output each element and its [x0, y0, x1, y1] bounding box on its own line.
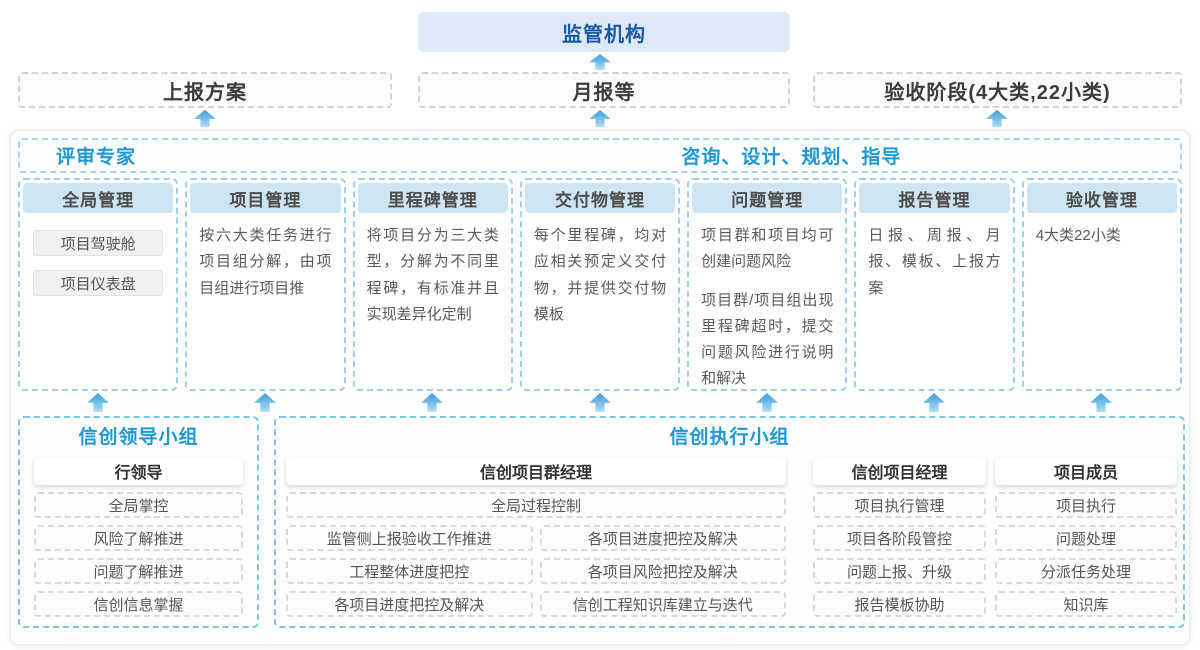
- role-program-manager: 信创项目群经理: [286, 457, 786, 485]
- duty-item: 项目执行管理: [813, 492, 986, 518]
- column-report-management: 报告管理 日报、周报、月报、模板、上报方案: [854, 178, 1015, 391]
- column-title: 问题管理: [692, 183, 843, 213]
- column-project-management: 项目管理 按六大类任务进行项目组分解，由项目组进行项目推: [185, 178, 346, 391]
- column-description: 项目群/项目组出现里程碑超时，提交问题风险进行说明和解决: [701, 291, 834, 388]
- column-description: 将项目分为三大类型，分解为不同里程碑，有标准并且实现差异化定制: [366, 227, 499, 323]
- duty-item: 风险了解推进: [34, 525, 243, 551]
- duty-item: 项目各阶段管控: [813, 525, 986, 551]
- project-member-section: 项目成员 项目执行 问题处理 分派任务处理 知识库: [995, 457, 1177, 617]
- experts-strip: 评审专家 咨询、设计、规划、指导: [18, 138, 1182, 173]
- up-arrow-icon: [589, 110, 611, 127]
- column-description: 项目群和项目均可创建问题风险: [701, 227, 834, 271]
- column-deliverable-management: 交付物管理 每个里程碑，均对应相关预定义交付物，并提供交付物模板: [519, 178, 681, 391]
- role-project-manager: 信创项目经理: [813, 457, 986, 485]
- duty-item: 各项目进度把控及解决: [539, 525, 786, 551]
- management-columns: 全局管理 项目驾驶舱 项目仪表盘 项目管理 按六大类任务进行项目组分解，由项目组…: [18, 178, 1182, 391]
- duty-item: 信创信息掌握: [34, 591, 243, 617]
- column-issue-management: 问题管理 项目群和项目均可创建问题风险 项目群/项目组出现里程碑超时，提交问题风…: [687, 178, 848, 391]
- duty-item: 报告模板协助: [813, 591, 986, 617]
- flow-box-acceptance-phase: 验收阶段(4大类,22小类): [813, 72, 1182, 108]
- column-title: 验收管理: [1026, 183, 1177, 213]
- column-title: 交付物管理: [524, 183, 676, 213]
- duty-item: 问题上报、升级: [813, 558, 986, 584]
- chip-project-dashboard: 项目仪表盘: [33, 270, 164, 296]
- up-arrow-icon: [589, 54, 611, 70]
- duty-item: 各项目风险把控及解决: [539, 558, 786, 584]
- column-description: 4大类22小类: [1035, 227, 1121, 244]
- duty-item: 项目执行: [995, 492, 1177, 518]
- platform-container: 评审专家 咨询、设计、规划、指导 全局管理 项目驾驶舱 项目仪表盘 项目管理 按…: [10, 130, 1190, 645]
- column-description: 日报、周报、月报、模板、上报方案: [868, 227, 1001, 297]
- group-title: 信创领导小组: [78, 427, 199, 448]
- duty-item: 全局掌控: [34, 492, 243, 518]
- duty-item: 全局过程控制: [286, 492, 786, 518]
- duty-item: 分派任务处理: [995, 558, 1177, 584]
- leadership-group: 信创领导小组 行领导 全局掌控 风险了解推进 问题了解推进 信创信息掌握: [18, 416, 259, 628]
- project-manager-section: 信创项目经理 项目执行管理 项目各阶段管控 问题上报、升级 报告模板协助: [813, 457, 986, 617]
- column-global-management: 全局管理 项目驾驶舱 项目仪表盘: [18, 178, 179, 391]
- duty-item: 问题处理: [995, 525, 1177, 551]
- duty-item: 知识库: [995, 591, 1177, 617]
- up-arrow-icon: [194, 110, 216, 127]
- column-description: 每个里程碑，均对应相关预定义交付物，并提供交付物模板: [533, 227, 667, 323]
- column-milestone-management: 里程碑管理 将项目分为三大类型，分解为不同里程碑，有标准并且实现差异化定制: [352, 178, 513, 391]
- column-acceptance-management: 验收管理 4大类22小类: [1021, 178, 1182, 391]
- duty-item: 问题了解推进: [34, 558, 243, 584]
- column-title: 全局管理: [23, 183, 174, 213]
- column-title: 项目管理: [190, 183, 341, 213]
- flow-box-report-plan: 上报方案: [18, 72, 392, 108]
- column-title: 里程碑管理: [357, 183, 508, 213]
- flow-box-monthly-report: 月报等: [418, 72, 790, 108]
- role-bank-leader: 行领导: [34, 457, 243, 485]
- duty-item: 工程整体进度把控: [286, 558, 533, 584]
- execution-group: 信创执行小组 信创项目群经理 全局过程控制 监管侧上报验收工作推进 各项目进度把…: [274, 416, 1185, 628]
- duty-item: 监管侧上报验收工作推进: [286, 525, 533, 551]
- column-description: 按六大类任务进行项目组分解，由项目组进行项目推: [199, 227, 332, 297]
- up-arrow-icon: [986, 110, 1008, 127]
- duty-item: 各项目进度把控及解决: [286, 591, 533, 617]
- review-experts-label: 评审专家: [56, 147, 137, 168]
- program-manager-section: 信创项目群经理 全局过程控制 监管侧上报验收工作推进 各项目进度把控及解决 工程…: [286, 457, 786, 617]
- duty-item: 信创工程知识库建立与迭代: [539, 591, 786, 617]
- role-project-member: 项目成员: [995, 457, 1177, 485]
- consulting-label: 咨询、设计、规划、指导: [681, 147, 902, 168]
- chip-project-cockpit: 项目驾驶舱: [33, 230, 164, 256]
- column-title: 报告管理: [859, 183, 1010, 213]
- regulator-box: 监管机构: [418, 12, 790, 52]
- group-title: 信创执行小组: [669, 427, 790, 448]
